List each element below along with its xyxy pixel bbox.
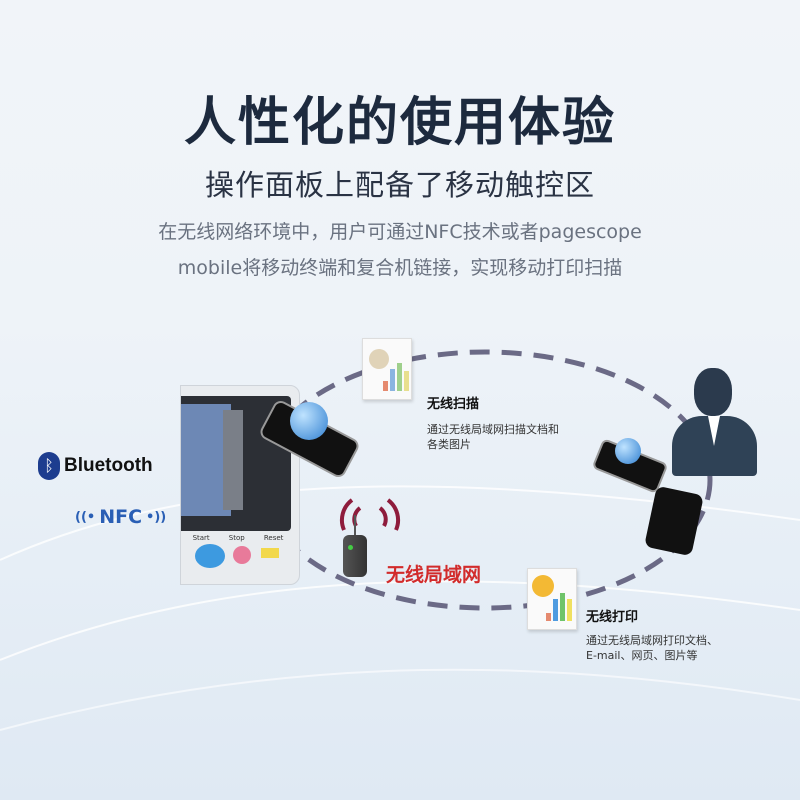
- bluetooth-label: Bluetooth: [64, 455, 153, 476]
- nfc-wave-icon: ((•: [75, 509, 96, 525]
- wifi-signal-icon: [339, 498, 401, 531]
- print-title: 无线打印: [586, 610, 639, 625]
- print-document-icon: [527, 568, 577, 630]
- person-icon: [672, 368, 757, 478]
- stop-label: Stop: [228, 534, 245, 542]
- scan-text: 通过无线局域网扫描文档和各类图片: [427, 423, 559, 451]
- nfc-wave-icon: •)): [146, 509, 167, 525]
- page-title: 人性化的使用体验: [183, 93, 616, 153]
- scan-document-icon: [362, 338, 412, 400]
- description-line: 在无线网络环境中，用户可通过NFC技术或者pagescope: [158, 221, 642, 243]
- stop-button[interactable]: [233, 546, 251, 564]
- print-text: 通过无线局域网打印文档、E-mail、网页、图片等: [586, 634, 718, 662]
- wireless-lan-label: 无线局域网: [386, 564, 482, 586]
- nfc-badge: ((• NFC •)): [75, 506, 166, 528]
- start-label: Start: [192, 534, 210, 542]
- printer-control-panel: Start Stop Reset: [180, 385, 300, 585]
- touch-screen: [181, 396, 291, 531]
- reset-label: Reset: [263, 534, 284, 542]
- nfc-label: NFC: [99, 506, 143, 528]
- start-button[interactable]: [195, 544, 225, 568]
- scan-title: 无线扫描: [427, 397, 480, 412]
- globe-icon: [615, 438, 641, 464]
- bluetooth-badge: ᛒ Bluetooth: [38, 452, 153, 480]
- globe-icon: [290, 402, 328, 440]
- subtitle: 操作面板上配备了移动触控区: [204, 168, 595, 202]
- reset-button[interactable]: [261, 548, 279, 558]
- description-line: mobile将移动终端和复合机链接，实现移动打印扫描: [177, 257, 623, 279]
- router-icon: [343, 515, 367, 577]
- bluetooth-icon: ᛒ: [38, 452, 60, 480]
